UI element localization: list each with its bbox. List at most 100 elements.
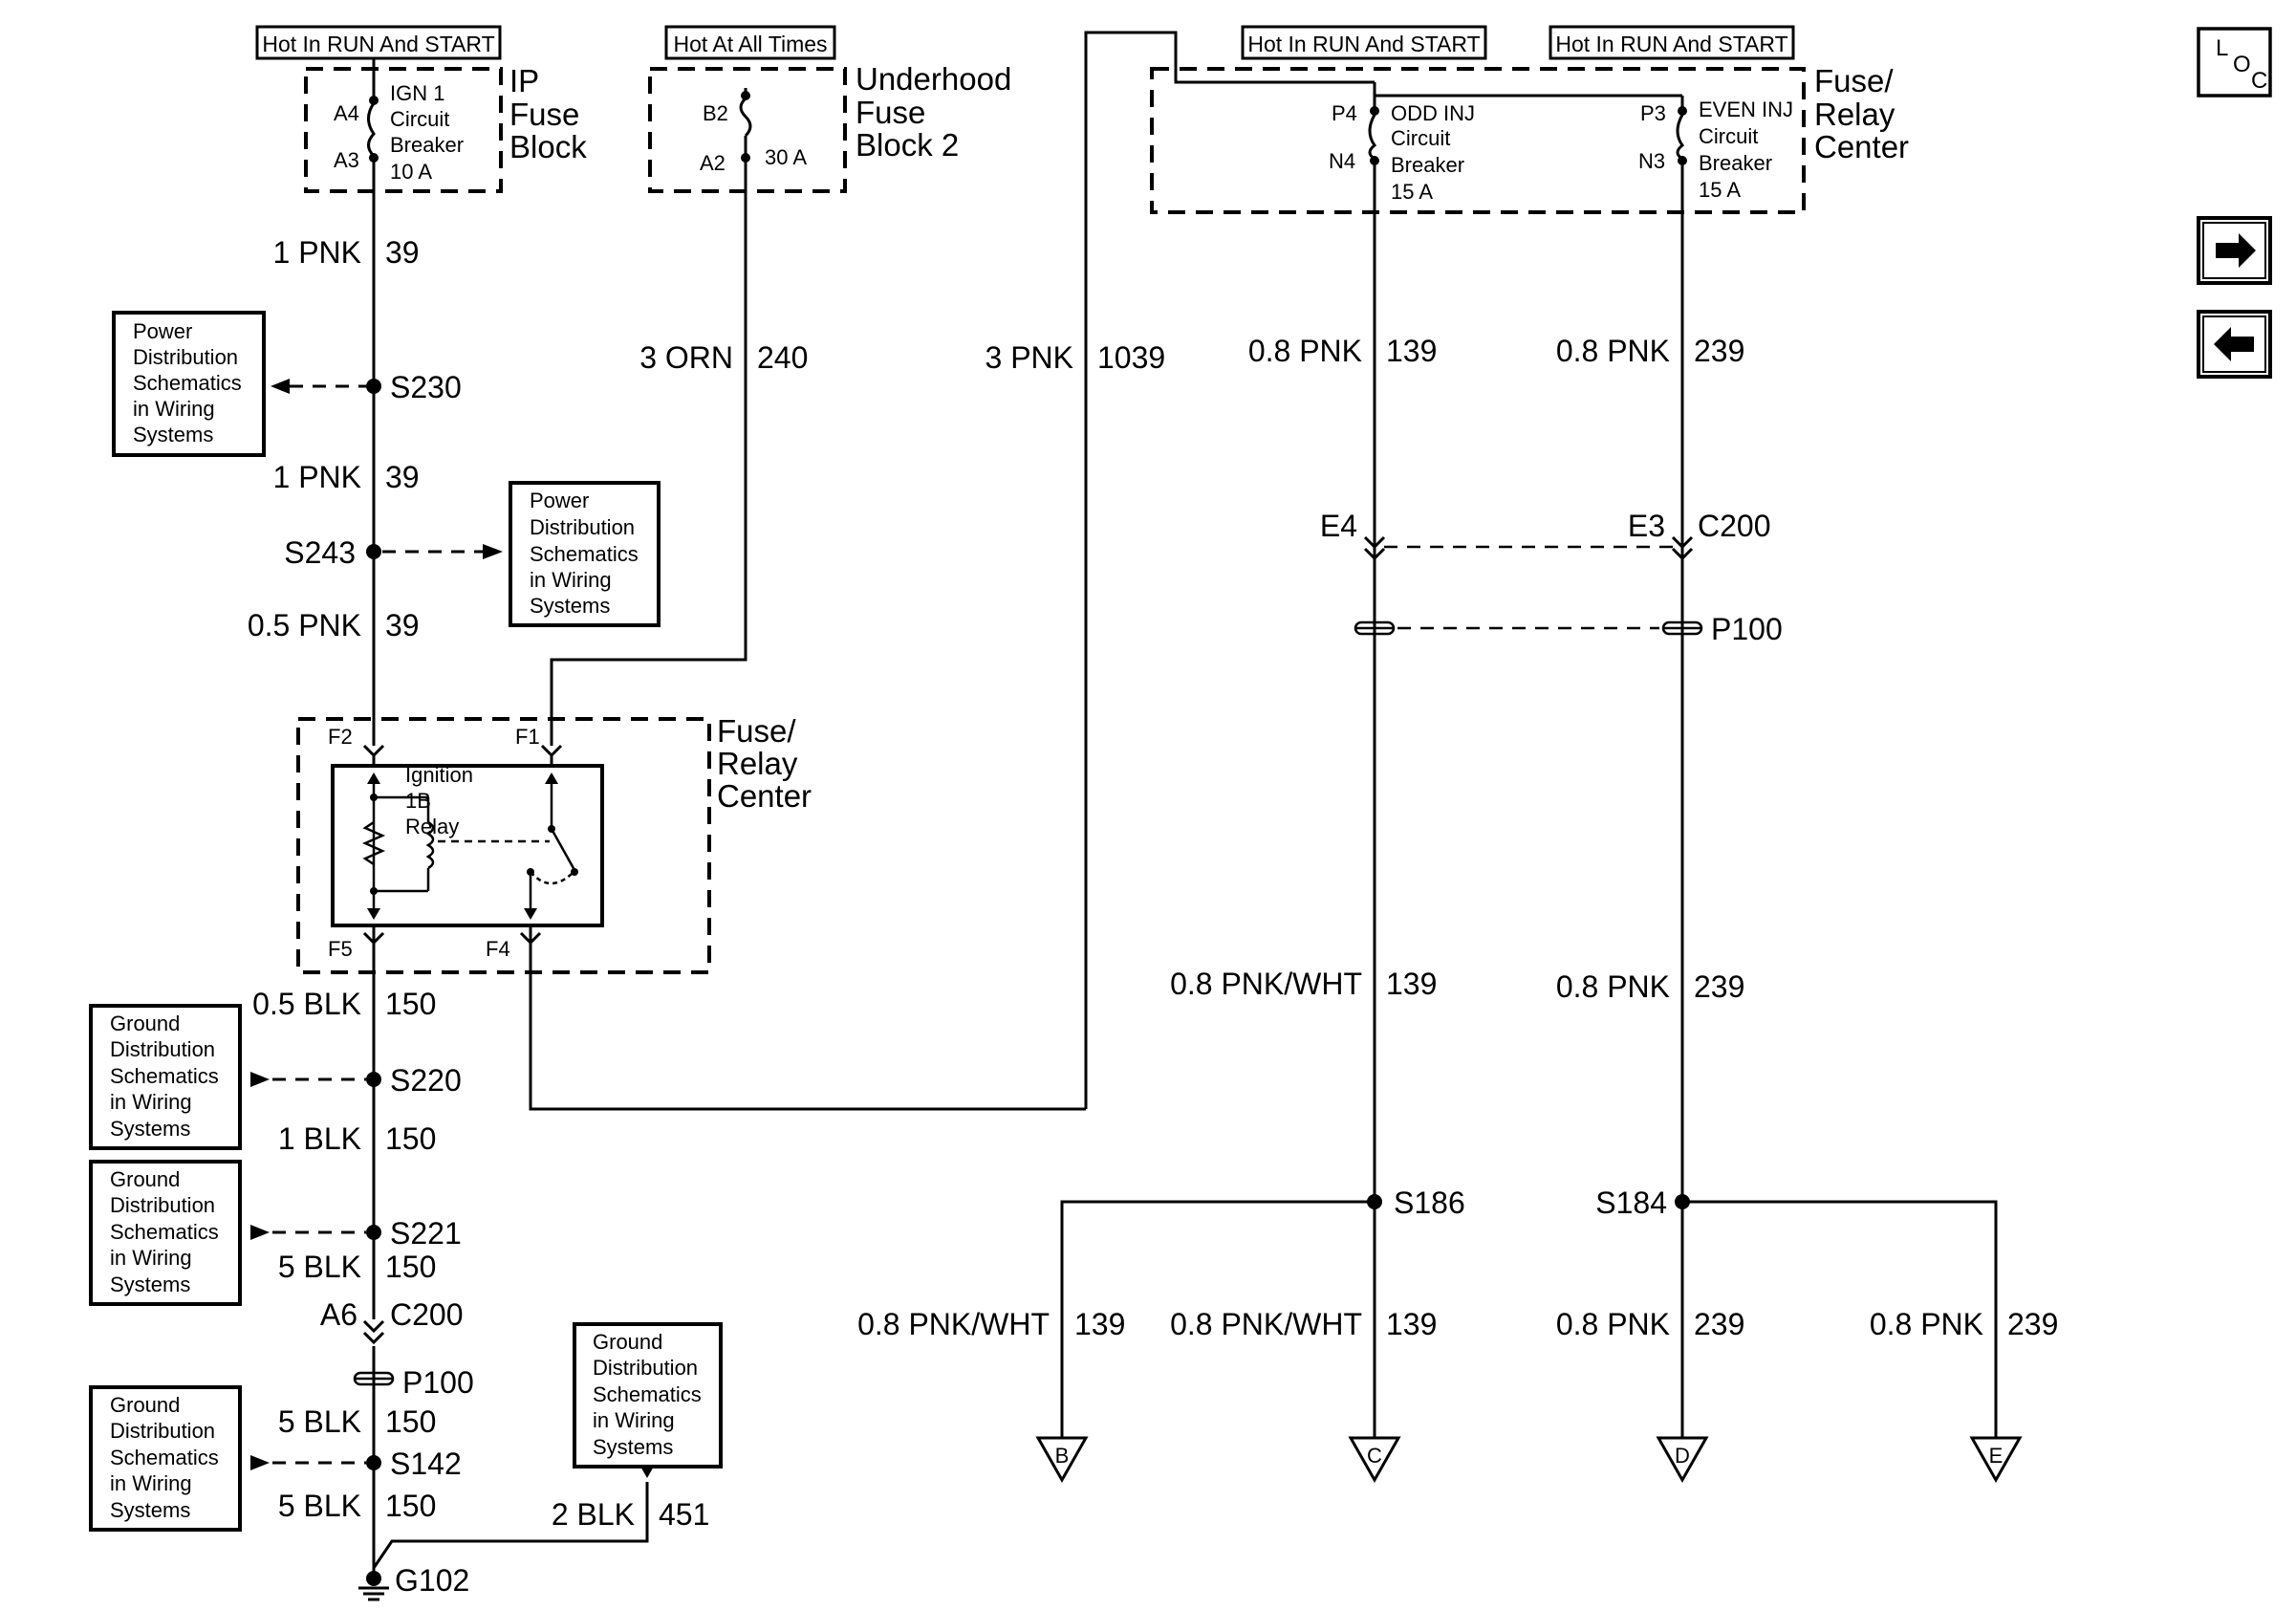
wire-label-s230-s243: 1 PNK 39 [273,460,420,494]
wire-label-odd-top: 0.8 PNK 139 [1248,334,1438,368]
ground-distribution-ref-3[interactable]: Ground Distribution Schematics in Wiring… [89,1385,242,1532]
svg-text:F1: F1 [515,725,540,749]
wire-label-odd-mid: 0.8 PNK/WHT 139 [1170,967,1437,1001]
svg-text:139: 139 [1386,334,1437,368]
svg-text:P3: P3 [1640,101,1666,125]
wire-451 [372,1482,649,1569]
svg-text:240: 240 [757,340,808,375]
svg-text:150: 150 [385,987,436,1021]
svg-text:N4: N4 [1329,149,1355,173]
svg-text:F5: F5 [328,937,353,961]
loc-icon[interactable]: L O C [2197,27,2272,98]
ground-distribution-ref-4[interactable]: Ground Distribution Schematics in Wiring… [573,1322,723,1469]
wire-label-relay-out: 3 PNK 1039 [986,340,1166,375]
svg-text:1 PNK: 1 PNK [273,235,361,270]
svg-text:S230: S230 [390,370,462,404]
power-distribution-ref-2[interactable]: Power Distribution Schematics in Wiring … [509,481,661,627]
splice-s221: S221 [366,1216,462,1251]
svg-text:P100: P100 [1711,612,1783,646]
svg-text:239: 239 [2007,1307,2058,1341]
offpage-connector-b[interactable]: B [1035,1436,1089,1484]
svg-text:Systems: Systems [110,1498,190,1522]
offpage-connector-d[interactable]: D [1656,1436,1709,1484]
svg-text:S184: S184 [1595,1186,1667,1220]
svg-text:F2: F2 [328,725,353,749]
svg-text:Hot At All Times: Hot At All Times [673,32,827,56]
connector-c200-bottom: A6 C200 [320,1297,464,1345]
wire-label-branch-b: 0.8 PNK/WHT 139 [857,1307,1125,1341]
svg-text:ODD INJ: ODD INJ [1391,101,1475,125]
svg-text:Circuit: Circuit [390,107,449,131]
odd-inj-circuit-breaker: P4 N4 ODD INJ Circuit Breaker 15 A [1329,96,1475,204]
splice-s230: S230 [366,370,462,404]
svg-text:Hot In RUN And START: Hot In RUN And START [1555,32,1787,56]
svg-text:Center: Center [717,778,812,814]
wire-label-gnd-p100: 5 BLK 150 [278,1404,437,1439]
offpage-connector-c[interactable]: C [1348,1436,1401,1484]
svg-text:5 BLK: 5 BLK [278,1250,361,1284]
offpage-connector-e[interactable]: E [1969,1436,2023,1484]
ground-distribution-ref-2[interactable]: Ground Distribution Schematics in Wiring… [89,1160,242,1306]
dashed-link-s221 [250,1225,366,1240]
svg-text:Distribution: Distribution [593,1356,698,1380]
svg-text:Distribution: Distribution [110,1037,215,1061]
svg-text:5 BLK: 5 BLK [278,1404,361,1439]
underhood-fuse-block-outline [648,67,847,193]
wire-label-even-mid: 0.8 PNK 239 [1556,969,1745,1004]
svg-text:Hot In RUN And START: Hot In RUN And START [1247,32,1480,56]
splice-s142: S142 [366,1447,462,1481]
splice-s243: S243 [284,535,381,570]
wire-240 [550,161,747,746]
connector-p100-top: P100 [1354,612,1783,646]
fuse-relay-center-top-label: Fuse/ Relay Center [1814,63,1909,164]
fuse-relay-center-top-outline [1150,67,1806,214]
svg-text:B: B [1055,1444,1070,1468]
svg-text:30 A: 30 A [765,145,807,169]
svg-text:P4: P4 [1332,101,1357,125]
svg-text:A4: A4 [334,101,359,125]
svg-text:Block: Block [509,129,587,164]
svg-text:A6: A6 [320,1297,357,1332]
fuse-relay-center-mid-outline [296,717,711,974]
next-arrow-icon[interactable] [2197,216,2272,285]
svg-text:0.8 PNK/WHT: 0.8 PNK/WHT [1170,1307,1362,1341]
svg-text:Ground: Ground [593,1330,662,1354]
svg-text:S186: S186 [1394,1186,1465,1220]
svg-text:239: 239 [1694,334,1744,368]
connector-c200-top: E4 E3 C200 [1320,509,1771,561]
svg-text:O: O [2233,52,2251,77]
dashed-link-s142 [250,1455,366,1470]
svg-text:0.8 PNK: 0.8 PNK [1556,1307,1670,1341]
svg-text:39: 39 [385,235,420,270]
svg-text:0.5 BLK: 0.5 BLK [252,987,361,1021]
svg-text:Schematics: Schematics [110,1446,219,1469]
wire-label-gnd-s142: 5 BLK 150 [278,1489,437,1523]
prev-arrow-icon[interactable] [2197,310,2272,379]
ground-distribution-ref-1[interactable]: Ground Distribution Schematics in Wiring… [89,1004,242,1150]
svg-text:Systems: Systems [110,1117,190,1141]
power-distribution-ref-1[interactable]: Power Distribution Schematics in Wiring … [112,311,266,457]
svg-text:150: 150 [385,1250,436,1284]
svg-text:Schematics: Schematics [530,542,639,566]
svg-text:0.8 PNK: 0.8 PNK [1556,334,1670,368]
svg-text:Schematics: Schematics [110,1220,219,1244]
svg-text:Relay: Relay [405,815,459,838]
svg-text:3 ORN: 3 ORN [639,340,733,375]
svg-text:Ground: Ground [110,1012,180,1035]
svg-text:0.8 PNK: 0.8 PNK [1870,1307,1983,1341]
svg-text:S221: S221 [390,1216,462,1251]
splice-s184: S184 [1595,1186,1690,1220]
svg-text:15 A: 15 A [1699,178,1741,202]
svg-text:139: 139 [1074,1307,1125,1341]
svg-text:Fuse: Fuse [509,97,579,132]
svg-text:Power: Power [133,319,192,343]
svg-text:0.8 PNK: 0.8 PNK [1556,969,1670,1004]
svg-text:A2: A2 [700,151,726,175]
ignition-1b-relay: Ignition 1B Relay F2 F1 F5 F4 [328,725,604,961]
svg-text:D: D [1675,1444,1690,1468]
splice-s186: S186 [1367,1186,1465,1220]
svg-text:Systems: Systems [530,594,610,618]
svg-text:Schematics: Schematics [593,1382,702,1406]
wire-label-branch-c: 0.8 PNK/WHT 139 [1170,1307,1437,1341]
underhood-fuse-30a: B2 A2 30 A [700,88,807,175]
